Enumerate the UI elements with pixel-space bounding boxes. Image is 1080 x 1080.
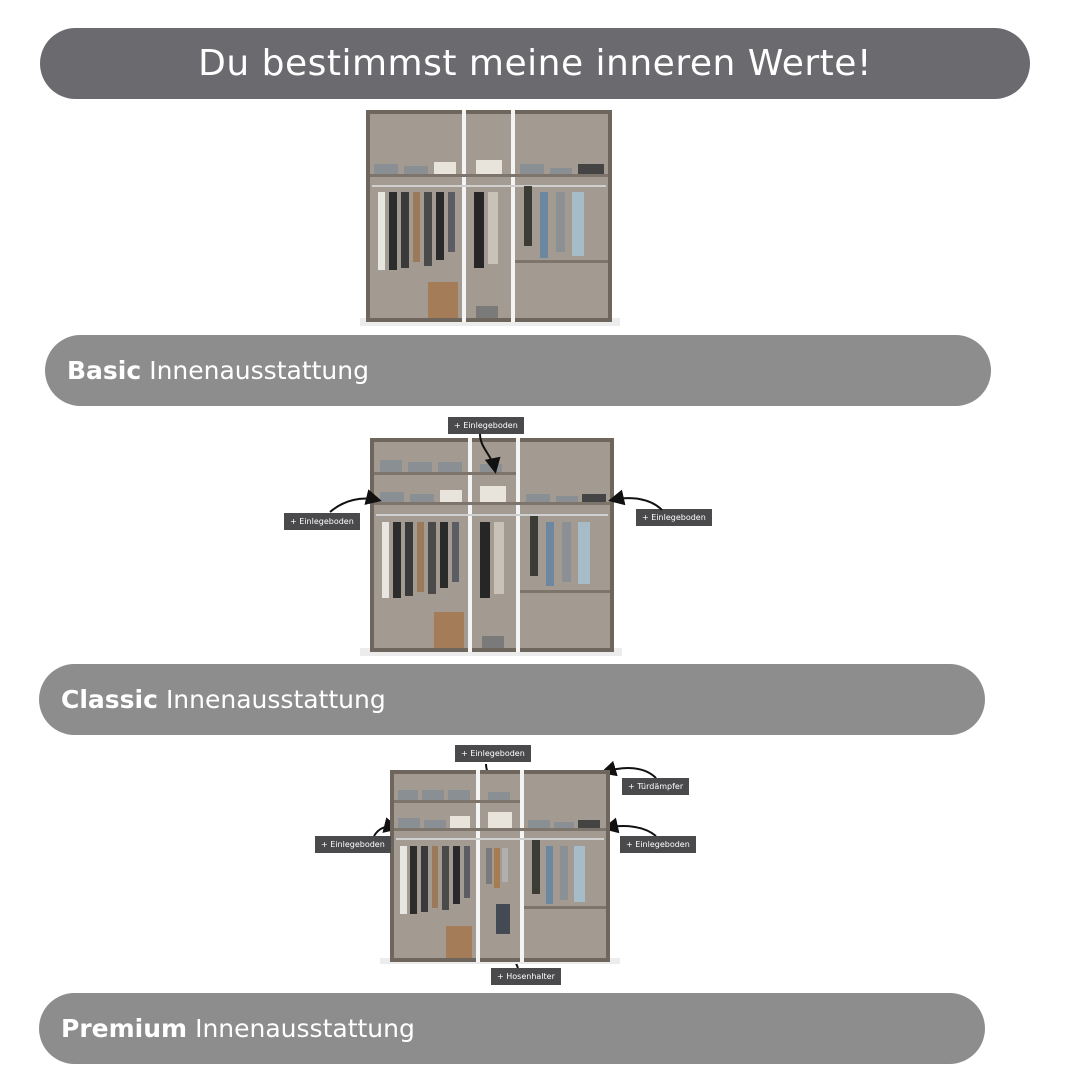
classic-tag-shelf-right: + Einlegeboden <box>636 509 712 526</box>
classic-label-band: Classic Innenausstattung <box>39 664 985 735</box>
premium-tag-shelf-left: + Einlegeboden <box>315 836 391 853</box>
classic-tag-shelf-top: + Einlegeboden <box>448 417 524 434</box>
basic-label-bold: Basic <box>67 356 142 385</box>
premium-label-bold: Premium <box>61 1014 188 1043</box>
premium-label-text: Innenausstattung <box>195 1014 415 1043</box>
basic-label-text: Innenausstattung <box>149 356 369 385</box>
premium-tag-trouser-holder: + Hosenhalter <box>491 968 561 985</box>
page-title-banner: Du bestimmst meine inneren Werte! <box>40 28 1030 99</box>
basic-label-band: Basic Innenausstattung <box>45 335 991 406</box>
premium-tag-shelf-right: + Einlegeboden <box>620 836 696 853</box>
classic-label-text: Innenausstattung <box>165 685 386 714</box>
page-title: Du bestimmst meine inneren Werte! <box>198 43 872 84</box>
premium-tag-damper: + Türdämpfer <box>622 778 690 795</box>
wardrobe-premium-image <box>380 770 620 964</box>
premium-tag-shelf-top: + Einlegeboden <box>455 745 531 762</box>
classic-tag-shelf-left: + Einlegeboden <box>284 513 360 530</box>
premium-label-band: Premium Innenausstattung <box>39 993 985 1064</box>
classic-label-bold: Classic <box>61 685 158 714</box>
wardrobe-basic-image <box>360 110 620 326</box>
